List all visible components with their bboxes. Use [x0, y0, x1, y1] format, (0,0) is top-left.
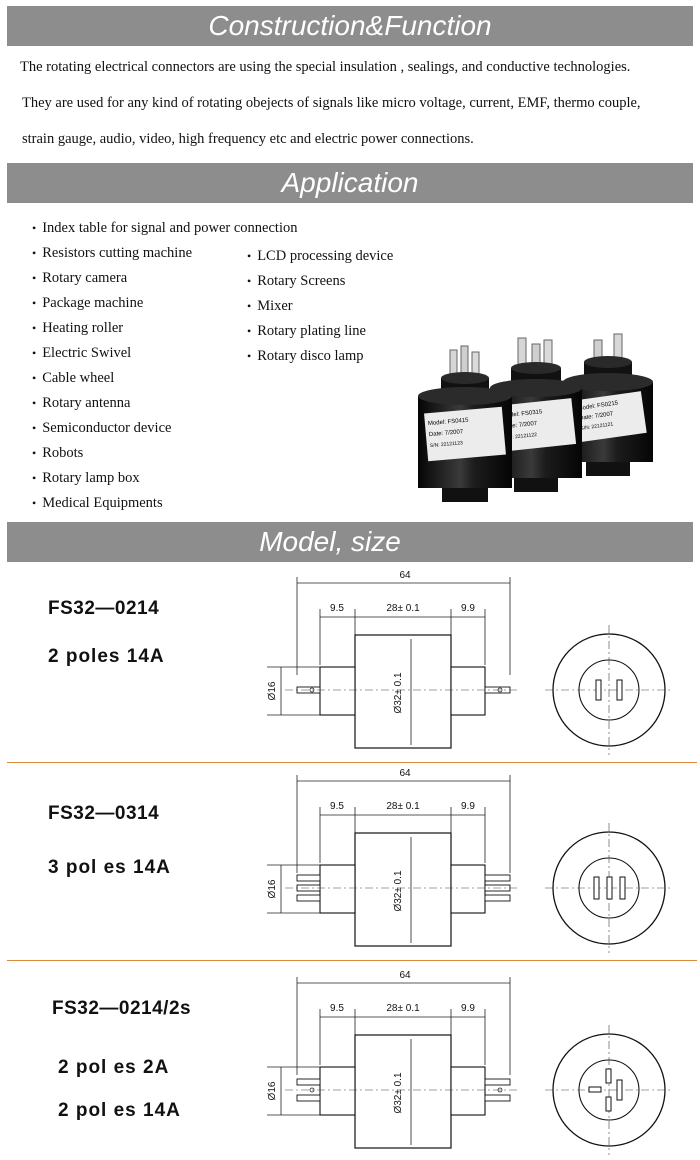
terminal-pin [296, 1078, 321, 1086]
terminal-pin [296, 1094, 321, 1102]
slip-ring-body [354, 634, 452, 749]
application-header: Application [7, 163, 693, 203]
end-view-pin [605, 1068, 612, 1084]
list-item: Electric Swivel [32, 343, 297, 368]
dim-middle: 28± 0.1 [386, 603, 420, 614]
model-divider [7, 960, 697, 961]
list-item: Robots [32, 443, 297, 468]
right-shaft [450, 666, 486, 716]
left-shaft [319, 1066, 356, 1116]
end-view-pin [619, 876, 626, 900]
model-spec: 2 pol es 14A [58, 1100, 181, 1121]
dim-left: 9.5 [330, 1003, 344, 1014]
list-item: Resistors cutting machine [32, 243, 297, 268]
label-model: Model: FS0315 [502, 409, 544, 419]
construction-header: Construction&Function [7, 6, 693, 46]
label-sn: S/N: 22121122 [504, 432, 538, 441]
slip-ring-photo: Model: FS0215 Date: 7/2007 S/N: 22121121… [418, 333, 653, 502]
end-view-pin [616, 1079, 623, 1101]
intro-text: The rotating electrical connectors are u… [0, 57, 700, 165]
dim-overall: 64 [399, 570, 411, 581]
list-item: Rotary camera [32, 268, 297, 293]
dim-left: 9.5 [330, 801, 344, 812]
left-shaft [319, 666, 356, 716]
intro-line-2: They are used for any kind of rotating o… [22, 95, 641, 111]
label-date: Date: 7/2007 [429, 429, 464, 438]
model-header: Model, size [7, 522, 693, 562]
list-item: Rotary lamp box [32, 468, 297, 493]
label-sn: S/N: 22121123 [430, 440, 464, 449]
model-spec: 2 pol es 2A [58, 1057, 170, 1078]
list-item: Mixer [247, 296, 393, 321]
end-view-pin [595, 679, 602, 701]
list-item: Package machine [32, 293, 297, 318]
label-model: Model: FS0415 [428, 418, 470, 428]
dim-body: Ø32± 0.1 [393, 1072, 404, 1114]
terminal-pin [484, 894, 511, 902]
dim-overall: 64 [399, 970, 411, 981]
model-name: FS32—0214/2s [52, 998, 192, 1019]
label-date: Date: 7/2007 [503, 421, 538, 431]
list-item: LCD processing device [247, 246, 393, 271]
right-shaft [450, 1066, 486, 1116]
list-item: Rotary plating line [247, 321, 393, 346]
construction-title: Construction&Function [208, 10, 492, 41]
dim-right: 9.9 [461, 603, 475, 614]
model-title: Model, size [259, 526, 401, 557]
dim-middle: 28± 0.1 [386, 1003, 420, 1014]
dim-shaft: Ø16 [267, 1081, 278, 1100]
terminal-pin [484, 874, 511, 882]
label-sn: S/N: 22121121 [580, 421, 614, 432]
end-view-pin [593, 876, 600, 900]
dim-left: 9.5 [330, 603, 344, 614]
list-item: Index table for signal and power connect… [32, 218, 297, 243]
list-item: Rotary disco lamp [247, 346, 393, 371]
terminal-pin [484, 1094, 511, 1102]
dim-body: Ø32± 0.1 [393, 672, 404, 714]
dim-body: Ø32± 0.1 [393, 870, 404, 912]
label-model: Model: FS0215 [577, 400, 619, 412]
model-spec: 3 pol es 14A [48, 857, 171, 878]
application-list-left: Index table for signal and power connect… [32, 218, 297, 518]
list-item: Cable wheel [32, 368, 297, 393]
end-view-pin [616, 679, 623, 701]
list-item: Heating roller [32, 318, 297, 343]
end-view-pin [588, 1086, 602, 1093]
model-name: FS32—0314 [48, 803, 160, 824]
intro-line-1: The rotating electrical connectors are u… [20, 59, 631, 75]
terminal-pin [296, 874, 321, 882]
list-item: Rotary antenna [32, 393, 297, 418]
label-date: Date: 7/2007 [579, 411, 615, 422]
dim-right: 9.9 [461, 801, 475, 812]
application-list-right: LCD processing device Rotary Screens Mix… [247, 246, 393, 371]
slip-ring-unit-left: Model: FS0415 Date: 7/2007 S/N: 22121123 [418, 345, 512, 502]
list-item: Semiconductor device [32, 418, 297, 443]
dim-shaft: Ø16 [267, 681, 278, 700]
left-shaft [319, 864, 356, 914]
dim-overall: 64 [399, 768, 411, 779]
application-title: Application [281, 167, 419, 198]
dim-shaft: Ø16 [267, 879, 278, 898]
end-view-pin [605, 1096, 612, 1112]
model-spec: 2 poles 14A [48, 646, 165, 667]
terminal-pin [484, 1078, 511, 1086]
right-shaft [450, 864, 486, 914]
list-item: Rotary Screens [247, 271, 393, 296]
dim-right: 9.9 [461, 1003, 475, 1014]
dim-middle: 28± 0.1 [386, 801, 420, 812]
intro-line-3: strain gauge, audio, video, high frequen… [22, 131, 474, 147]
terminal-pin [296, 894, 321, 902]
model-name: FS32—0214 [48, 598, 160, 619]
list-item: Medical Equipments [32, 493, 297, 518]
end-view-pin [606, 876, 613, 900]
model-divider [7, 762, 697, 763]
